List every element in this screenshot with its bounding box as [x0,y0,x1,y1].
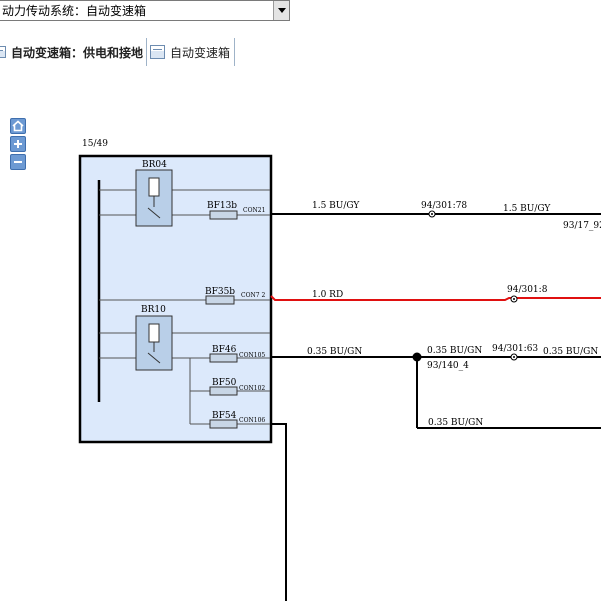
fuse-box[interactable] [78,154,273,444]
node-label: 93/140_4 [427,361,469,371]
connector-label: CON7 2 [241,292,265,299]
splice-label: 94/301:63 [492,344,538,354]
fuse-label: BF54 [212,411,237,421]
wire-3[interactable] [271,352,601,429]
document-icon [0,46,6,58]
tab-automatic-transmission[interactable]: 自动变速箱 [150,38,230,66]
fuse-bf54[interactable] [209,419,238,429]
connector-label: CON106 [239,417,265,424]
zoom-out-icon[interactable] [10,154,26,170]
fuse-bf13b[interactable] [209,210,238,220]
relay-label: BR10 [141,305,166,315]
wire-label: 0.35 BU/GN [427,346,482,356]
wire-label: 1.5 BU/GY [312,201,360,211]
fuse-bf46[interactable] [209,353,238,363]
splice-label: 94/301:78 [421,201,467,211]
page-ref: 15/49 [82,139,108,149]
tab-divider [146,38,147,66]
fuse-bf50[interactable] [209,386,238,396]
connector-label: CON21 [243,207,265,214]
fuse-label: BF46 [212,345,237,355]
connector-label: CON102 [239,385,265,392]
tab-label: 自动变速箱 [170,45,231,60]
wire-label: 1.0 RD [312,290,343,300]
home-icon[interactable] [10,118,26,134]
splice-label: 94/301:8 [507,285,548,295]
connector-label: CON105 [239,352,265,359]
system-select-value: 动力传动系统：自动变速箱 [2,4,147,18]
wire-label: 1.5 BU/GY [503,204,551,214]
wire-label: 0.35 BU/GN [543,347,598,357]
tab-divider [234,38,235,66]
fuses [205,210,238,429]
relay-br10[interactable] [135,315,173,371]
zoom-in-icon[interactable] [10,136,26,152]
window-icon [150,45,165,59]
fuse-label: BF13b [207,201,237,211]
fuse-label: BF35b [205,287,235,297]
tab-label: 自动变速箱：供电和接地 [11,45,144,60]
tab-power-and-ground[interactable]: 自动变速箱：供电和接地 [0,38,143,66]
wire-label: 0.35 BU/GN [428,418,483,428]
top-bar: 动力传动系统：自动变速箱 [0,0,601,26]
relay-label: BR04 [142,160,167,170]
diagram-tabs: 自动变速箱：供电和接地 自动变速箱 [0,38,601,66]
wire-5[interactable] [271,423,287,601]
chevron-down-icon[interactable] [273,1,289,20]
wire-1[interactable] [271,210,601,218]
destination-label: 93/17_92 [563,221,601,231]
fuse-label: BF50 [212,378,237,388]
system-select[interactable]: 动力传动系统：自动变速箱 [0,0,290,21]
wire-label: 0.35 BU/GN [307,347,362,357]
fuse-bf35b[interactable] [205,295,235,305]
wire-2[interactable] [270,295,601,303]
relay-br04[interactable] [135,169,173,227]
